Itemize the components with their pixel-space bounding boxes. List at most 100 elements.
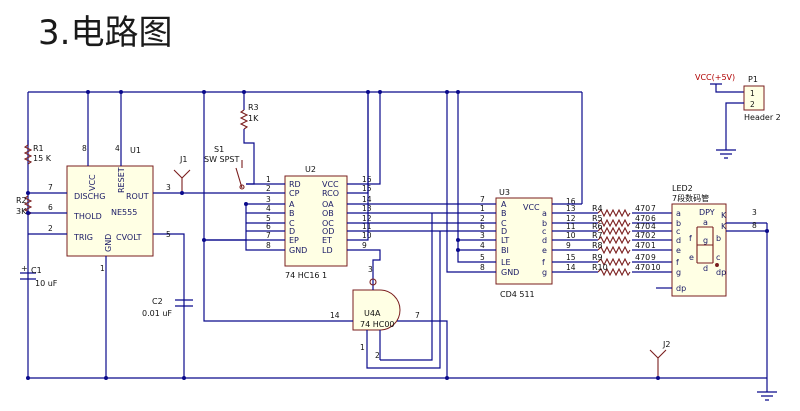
junction-dot xyxy=(26,211,30,215)
u3-pin-number: 12 xyxy=(566,214,576,223)
u3-pin-label: g xyxy=(542,268,547,277)
u2-pin-number: 2 xyxy=(266,184,271,193)
u3-pin-label: c xyxy=(542,227,546,236)
u3-pin-number: 6 xyxy=(480,222,485,231)
led2-pin-label: g xyxy=(676,268,681,277)
resistor-pin: 1 xyxy=(651,241,656,250)
led2-seg-e: e xyxy=(689,253,694,262)
c2-ref: C2 xyxy=(152,297,163,306)
led2-k-num-2: 8 xyxy=(752,221,757,230)
u1-num-reset: 4 xyxy=(115,144,120,153)
led2-segments xyxy=(696,226,719,267)
junction-dot xyxy=(119,90,123,94)
u1-pin-vcc: VCC xyxy=(88,174,97,191)
resistor-zigzag xyxy=(597,208,631,218)
u3-num-vcc: 16 xyxy=(566,197,576,206)
junction-dot xyxy=(244,202,248,206)
ground-symbol-main xyxy=(757,391,777,401)
resistor-zigzag xyxy=(597,245,631,255)
u2-pin-label: OA xyxy=(322,200,334,209)
u2-pin-label: RCO xyxy=(322,189,339,198)
s1-ref: S1 xyxy=(214,145,224,154)
j1-ref: J1 xyxy=(179,155,187,164)
u4-pin-in2: 2 xyxy=(375,351,380,360)
junction-dot xyxy=(445,376,449,380)
resistor-pin: 10 xyxy=(651,263,661,272)
u1-pin-cvolt: CVOLT xyxy=(116,233,142,242)
resistor-pin: 7 xyxy=(651,204,656,213)
led2-pin-label: dp xyxy=(676,284,686,293)
r2-ref: R2 xyxy=(16,196,27,205)
junction-dot xyxy=(182,376,186,380)
u2-pin-label: GND xyxy=(289,246,307,255)
u3-pin-number: 1 xyxy=(480,204,485,213)
junction-dot xyxy=(656,376,660,380)
u3-pin-label: d xyxy=(542,236,547,245)
u3-pin-number: 2 xyxy=(480,214,485,223)
u3-pin-label: LE xyxy=(501,258,511,267)
u3-pin-label: LT xyxy=(501,236,509,245)
u3-pin-vcc: VCC xyxy=(523,203,540,212)
led2-seg-f: f xyxy=(689,234,692,243)
u3-ref: U3 xyxy=(499,188,510,197)
u3-pin-label: a xyxy=(542,209,547,218)
j2-ref: J2 xyxy=(662,340,670,349)
junction-dot xyxy=(202,90,206,94)
u2-pin-number: 9 xyxy=(362,241,367,250)
led2-pin-label: f xyxy=(676,258,679,267)
led2-pin-label: d xyxy=(676,236,681,245)
resistor-ref: R4 xyxy=(592,204,603,213)
junction-dots xyxy=(26,90,769,380)
p1-ref: P1 xyxy=(748,75,758,84)
resistor-value: 470 xyxy=(635,204,650,213)
junction-dot xyxy=(26,191,30,195)
u3-pin-number: 7 xyxy=(480,195,485,204)
resistor-value: 470 xyxy=(635,222,650,231)
u1-num-thold: 6 xyxy=(48,203,53,212)
led2-k1: K xyxy=(721,211,727,220)
u2-pin-label: VCC xyxy=(322,180,339,189)
resistor-value: 470 xyxy=(635,214,650,223)
u3-pin-label: GND xyxy=(501,268,519,277)
u1-num-rout: 3 xyxy=(166,183,171,192)
u2-pin-label: ET xyxy=(322,236,332,245)
u4-value: 74 HC00 xyxy=(360,320,395,329)
u4a-nand-gate: U4A 74 HC00 3 1 2 14 7 xyxy=(203,240,448,378)
u3-cd4511: U3 CD4 511 VCC 16 A7B1C2D6LT3BI4LE5GND8 … xyxy=(480,188,598,299)
u3-pin-label: BI xyxy=(501,246,509,255)
resistor-r3: R3 1K xyxy=(239,92,259,185)
resistor-zigzag xyxy=(597,226,631,236)
resistor-ref: R9 xyxy=(592,253,603,262)
junction-dot xyxy=(456,248,460,252)
u2-value: 74 HC16 1 xyxy=(285,271,327,280)
junction-dot xyxy=(445,90,449,94)
u2-ref: U2 xyxy=(305,165,316,174)
led2-pin-label: e xyxy=(676,246,681,255)
u2-pin-label: D xyxy=(289,227,295,236)
u2-pin-label: LD xyxy=(322,246,333,255)
led2-k-num-1: 3 xyxy=(752,208,757,217)
u3-pin-number: 14 xyxy=(566,263,576,272)
resistor-zigzag xyxy=(597,257,631,267)
u2-pin-label: B xyxy=(289,209,295,218)
led2-label: DPY xyxy=(699,208,715,217)
u2-pin-number: 4 xyxy=(266,204,271,213)
led2-seg-c: c xyxy=(716,253,720,262)
u2-pin-number: 3 xyxy=(266,195,271,204)
u2-pin-label: OD xyxy=(322,227,334,236)
r3-ref: R3 xyxy=(248,103,259,112)
u1-num-dis: 7 xyxy=(48,183,53,192)
resistor-r1: R1 15 K xyxy=(23,140,52,165)
u2-pin-number: 10 xyxy=(362,231,372,240)
led2-k2: K xyxy=(721,222,727,231)
p1-pin-2: 2 xyxy=(750,100,755,109)
resistor-zigzag xyxy=(597,218,631,228)
led2-seg-a: a xyxy=(703,218,708,227)
led2-seg-g: g xyxy=(703,236,708,245)
